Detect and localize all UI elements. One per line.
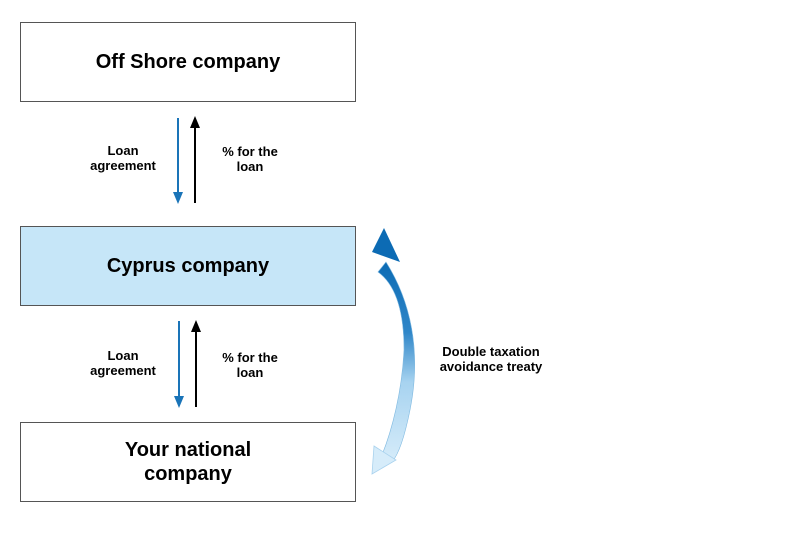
interest-label-bottom: % for the loan — [222, 350, 278, 380]
treaty-label: Double taxation avoidance treaty — [439, 344, 543, 374]
offshore-company-box: Off Shore company — [20, 22, 356, 102]
national-company-title: Your national company — [124, 439, 252, 485]
treaty-arrowhead-down — [371, 445, 397, 475]
interest-label-top: % for the loan — [222, 144, 278, 174]
loan-arrow-offshore-to-cyprus — [173, 118, 183, 204]
loan-agreement-label-bottom: Loan agreement — [90, 348, 156, 378]
interest-arrow-cyprus-to-offshore — [190, 116, 200, 203]
interest-arrow-national-to-cyprus — [191, 320, 201, 407]
loan-agreement-label-top: Loan agreement — [90, 143, 156, 173]
cyprus-company-box: Cyprus company — [20, 226, 356, 306]
national-company-box: Your national company — [20, 422, 356, 502]
loan-arrow-cyprus-to-national — [174, 321, 184, 408]
treaty-double-arrow — [371, 228, 415, 475]
treaty-arrowhead-up — [372, 228, 400, 262]
offshore-company-title: Off Shore company — [95, 51, 281, 73]
cyprus-company-title: Cyprus company — [106, 255, 270, 277]
